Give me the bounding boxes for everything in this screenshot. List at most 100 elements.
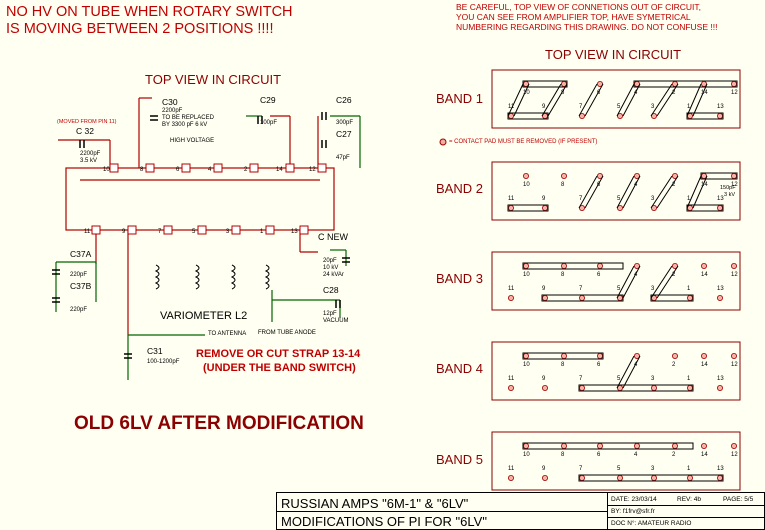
c30-label: C30 [162, 97, 178, 107]
schem-pin-bottom-6: 13 [291, 229, 298, 235]
schem-pin-top-5: 14 [276, 167, 283, 173]
variometer-coils [154, 264, 270, 290]
band-5-switch [491, 431, 741, 491]
band-pin-number: 2 [672, 90, 676, 96]
cnew-label: C NEW [318, 232, 348, 242]
band-pin-number: 4 [634, 182, 638, 188]
band-pin-number: 3 [651, 196, 655, 202]
c37b-label: C37B [70, 281, 92, 291]
schem-pin-top-3: 4 [208, 167, 212, 173]
c37a-value: 220pF [70, 272, 88, 278]
band-pin-number: 2 [672, 362, 676, 368]
variometer-label: VARIOMETER L2 [160, 310, 248, 322]
band-pin-number: 12 [731, 182, 738, 188]
band-pin-number: 3 [651, 466, 655, 472]
c27-label: C27 [336, 129, 352, 139]
capacitor-plates [52, 112, 350, 359]
meta-divider-2 [607, 517, 764, 518]
band-pin-number: 13 [717, 196, 724, 202]
band-pin-number: 9 [542, 466, 546, 472]
band-pin-number: 11 [508, 104, 515, 110]
date-field: DATE: 23/03/14 [611, 496, 657, 503]
schem-pin-bottom-5: 1 [260, 229, 264, 235]
schem-pin-bottom-3: 5 [192, 229, 196, 235]
band-pin-number: 8 [561, 182, 565, 188]
c32-label: C 32 [76, 126, 94, 136]
band-pin-number: 2 [672, 272, 676, 278]
band-label-2: BAND 2 [436, 181, 483, 196]
legend-pad-icon [439, 138, 447, 146]
remove-strap-line-2: (UNDER THE BAND SWITCH) [203, 362, 356, 374]
c28-value-1: 12pF [323, 311, 337, 317]
c27-value: 47pF [336, 155, 350, 161]
band-pin-number: 3 [651, 376, 655, 382]
band-pin-number: 7 [579, 286, 583, 292]
c32-value-2: 3.5 kV [80, 158, 98, 164]
band-pin-number: 10 [523, 90, 530, 96]
band-pin-number: 7 [579, 466, 583, 472]
band-pin-number: 14 [701, 272, 708, 278]
band-4-switch [491, 341, 741, 401]
doc-field: DOC N°: AMATEUR RADIO [611, 520, 692, 527]
c28-label: C28 [323, 285, 339, 295]
band-pin-number: 7 [579, 104, 583, 110]
careful-line-3: NUMBERING REGARDING THIS DRAWING. DO NOT… [456, 22, 718, 32]
band-pin-number: 10 [523, 272, 530, 278]
band-pin-number: 6 [597, 182, 601, 188]
c26-value: 300pF [336, 120, 354, 126]
band-pin-number: 9 [542, 196, 546, 202]
band-pin-number: 10 [523, 182, 530, 188]
band-label-4: BAND 4 [436, 361, 483, 376]
band-pin-number: 3 [651, 104, 655, 110]
band-pin-number: 13 [717, 466, 724, 472]
moved-note: (MOVED FROM PIN 11) [57, 119, 117, 125]
band-pin-number: 12 [731, 272, 738, 278]
schem-pin-top-6: 12 [309, 167, 316, 173]
band2-cap-value-1: 150pF [720, 185, 736, 191]
band-pin-number: 11 [508, 286, 515, 292]
band-pin-number: 4 [634, 362, 638, 368]
title-block: RUSSIAN AMPS "6M-1" & "6LV" MODIFICATION… [276, 492, 765, 530]
band-pin-number: 6 [597, 452, 601, 458]
band-pin-number: 3 [651, 286, 655, 292]
band-pin-number: 5 [617, 376, 621, 382]
band-label-3: BAND 3 [436, 271, 483, 286]
title-block-separator [607, 493, 608, 529]
band-pin-number: 5 [617, 286, 621, 292]
band-pin-number: 13 [717, 104, 724, 110]
band-pin-number: 6 [597, 90, 601, 96]
band-pin-number: 14 [701, 362, 708, 368]
rev-field: REV: 4b [677, 496, 701, 503]
remove-strap-line-1: REMOVE OR CUT STRAP 13-14 [196, 348, 361, 360]
band-pin-number: 11 [508, 466, 515, 472]
band-pin-number: 9 [542, 286, 546, 292]
band-pin-number: 5 [617, 196, 621, 202]
band-pin-number: 10 [523, 452, 530, 458]
band-pin-number: 7 [579, 376, 583, 382]
schem-pin-top-0: 10 [103, 167, 110, 173]
band-pin-number: 1 [687, 466, 691, 472]
band-pin-number: 14 [701, 90, 708, 96]
c30-value: 2200pF [162, 108, 183, 114]
title-divider [277, 511, 607, 512]
cnew-value-2: 10 kV [323, 265, 339, 271]
band-pin-number: 13 [717, 286, 724, 292]
schem-pin-top-2: 6 [176, 167, 180, 173]
band-label-5: BAND 5 [436, 452, 483, 467]
band-label-1: BAND 1 [436, 91, 483, 106]
c32-value-1: 2200pF [80, 151, 101, 157]
c26-label: C26 [336, 95, 352, 105]
schem-pin-bottom-2: 7 [158, 229, 162, 235]
band-pin-number: 5 [617, 466, 621, 472]
band-pin-number: 12 [731, 452, 738, 458]
page-field: PAGE: 5/5 [723, 496, 754, 503]
c37b-value: 220pF [70, 307, 88, 313]
cnew-value-3: 24 kVAr [323, 272, 344, 278]
band-pin-number: 12 [731, 90, 738, 96]
band-pin-number: 9 [542, 376, 546, 382]
band-pin-number: 11 [508, 376, 515, 382]
band-pin-number: 7 [579, 196, 583, 202]
from-tube-label: FROM TUBE ANODE [258, 330, 316, 336]
